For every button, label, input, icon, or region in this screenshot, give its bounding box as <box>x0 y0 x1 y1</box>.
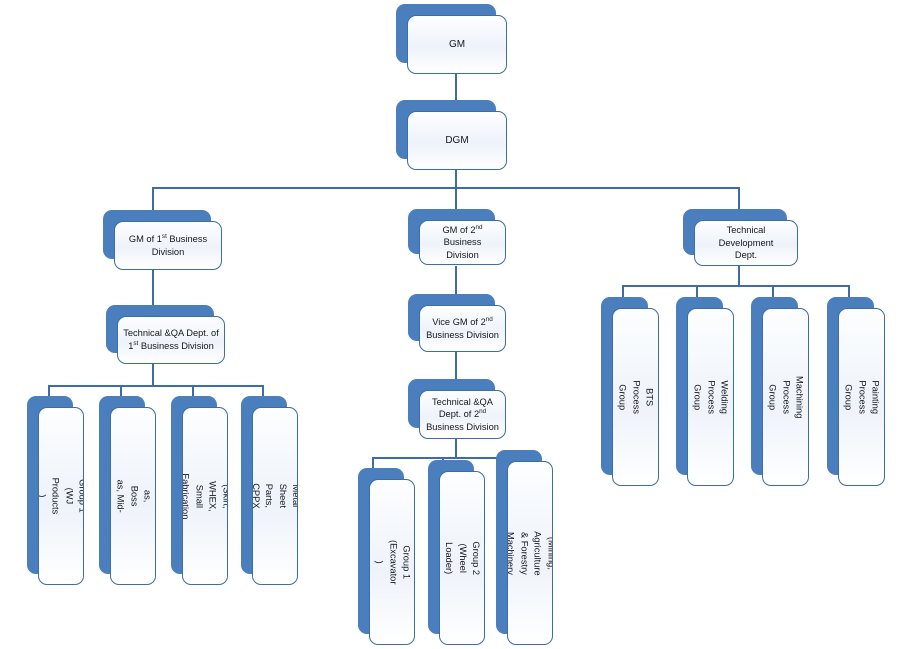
node-card: Group 3 (Mining, Agriculture & Forestry … <box>507 461 553 645</box>
rotated-label-wrapper: Group 1 (WJ Products ) <box>39 408 83 584</box>
node-bd1-group-4[interactable]: Group 4 (CTWT, Metal Sheet Parts, CPPX P… <box>241 396 298 585</box>
connector-bus-to-bd1-group2 <box>120 385 122 396</box>
node-bd1-group-2[interactable]: Group 2 (Bracket as, Boss as, Mid-heavy … <box>99 396 156 585</box>
node-card: Group 2 (Bracket as, Boss as, Mid-heavy … <box>110 407 156 585</box>
node-card: Vice GM of 2nd Business Division <box>419 305 506 352</box>
node-welding-process-label: Welding Process Group <box>692 380 730 414</box>
connector-bus-to-gm-bd2 <box>455 187 457 210</box>
rotated-label-wrapper: BTS Process Group <box>613 309 658 485</box>
node-card: Machining Process Group <box>762 308 809 486</box>
node-bd1-group3-label: Group 3 (Skirt, WHEX, Small Fabrication … <box>182 473 228 519</box>
node-bd2-group2-label: Group 2 (Wheel Loader) <box>444 541 482 575</box>
node-card: Technical &QA Dept. of 2nd Business Divi… <box>419 390 506 439</box>
connector-bus-to-painting <box>848 285 850 297</box>
node-card: GM <box>407 15 507 74</box>
node-tech-dev-label: Technical Development Dept. <box>718 225 774 261</box>
connector-vicegm-tqabd2 <box>455 352 457 379</box>
rotated-label-wrapper: Group 3 (Mining, Agriculture & Forestry … <box>508 462 552 644</box>
ordinal-suffix: st <box>133 339 139 347</box>
node-card: Painting Process Group <box>838 308 885 486</box>
connector-dgm-down <box>455 170 457 188</box>
rotated-label-wrapper: Group 1 (Excavator ) <box>370 480 414 644</box>
connector-gm-dgm <box>455 74 457 100</box>
node-gm-label: GM <box>448 38 466 50</box>
node-bd1-group2-label: Group 2 (Bracket as, Boss as, Mid-heavy … <box>111 479 153 513</box>
connector-bus-to-bts <box>622 285 624 297</box>
node-card: Group 2 (Wheel Loader) <box>439 471 485 645</box>
node-bd2-group-3[interactable]: Group 3 (Mining, Agriculture & Forestry … <box>496 450 553 645</box>
node-card: GM of 1st Business Division <box>114 221 222 270</box>
connector-process-groups-bus <box>622 285 850 287</box>
node-tqa-bd2-label: Technical &QA Dept. of 2nd Business Divi… <box>426 396 499 432</box>
node-machining-process-label: Machining Process Group <box>767 375 805 419</box>
connector-bd1-groups-bus <box>48 385 263 387</box>
connector-gmbd1-tqabd1 <box>152 270 154 305</box>
node-bd1-group-1[interactable]: Group 1 (WJ Products ) <box>27 396 84 585</box>
node-bd2-group3-label: Group 3 (Mining, Agriculture & Forestry … <box>507 530 553 576</box>
connector-tqabd1-down <box>152 364 154 385</box>
node-painting-process-group[interactable]: Painting Process Group <box>827 297 885 486</box>
node-bd1-group-3[interactable]: Group 3 (Skirt, WHEX, Small Fabrication … <box>171 396 228 585</box>
node-card: Technical &QA Dept. of 1st Business Divi… <box>117 316 225 364</box>
node-gm-business-division-1[interactable]: GM of 1st Business Division <box>103 210 222 270</box>
rotated-label-wrapper: Group 4 (CTWT, Metal Sheet Parts, CPPX P… <box>253 408 297 584</box>
node-gm-business-division-2[interactable]: GM of 2nd Business Division <box>408 209 506 265</box>
node-bd1-group4-label: Group 4 (CTWT, Metal Sheet Parts, CPPX P… <box>252 483 298 509</box>
node-card: GM of 2nd Business Division <box>419 220 506 265</box>
ordinal-suffix: nd <box>479 408 487 416</box>
connector-bus-to-tech-dev <box>738 187 740 210</box>
node-card: Group 3 (Skirt, WHEX, Small Fabrication … <box>182 407 228 585</box>
connector-bus-to-bd1-group3 <box>192 385 194 396</box>
node-technical-qa-dept-bd1[interactable]: Technical &QA Dept. of 1st Business Divi… <box>106 305 225 364</box>
connector-gmbd2-vicegm <box>455 266 457 294</box>
node-bd2-group-1[interactable]: Group 1 (Excavator ) <box>358 468 415 645</box>
node-gm-bd1-label: GM of 1st Business Division <box>128 232 208 257</box>
node-tqa-bd1-label: Technical &QA Dept. of 1st Business Divi… <box>123 328 219 351</box>
rotated-label-wrapper: Welding Process Group <box>688 309 733 485</box>
node-bts-process-group[interactable]: BTS Process Group <box>601 297 659 486</box>
node-card: Group 1 (WJ Products ) <box>38 407 84 585</box>
node-dgm[interactable]: DGM <box>396 100 507 170</box>
node-technical-development-dept[interactable]: Technical Development Dept. <box>683 209 798 266</box>
node-card: Welding Process Group <box>687 308 734 486</box>
ordinal-suffix: nd <box>475 223 483 231</box>
node-welding-process-group[interactable]: Welding Process Group <box>676 297 734 486</box>
node-painting-process-label: Painting Process Group <box>843 380 881 414</box>
node-bd2-group1-label: Group 1 (Excavator ) <box>374 539 412 585</box>
connector-bus-to-welding <box>696 285 698 297</box>
node-technical-qa-dept-bd2[interactable]: Technical &QA Dept. of 2nd Business Divi… <box>408 379 506 439</box>
node-gm-bd2-label: GM of 2nd Business Division <box>442 223 483 260</box>
rotated-label-wrapper: Machining Process Group <box>763 309 808 485</box>
node-gm[interactable]: GM <box>396 4 507 74</box>
node-bts-process-label: BTS Process Group <box>617 380 655 414</box>
node-card: Technical Development Dept. <box>694 220 798 266</box>
rotated-label-wrapper: Painting Process Group <box>839 309 884 485</box>
node-vice-gm-business-division-2[interactable]: Vice GM of 2nd Business Division <box>408 294 506 352</box>
connector-bus-to-bd1-group1 <box>48 385 50 396</box>
ordinal-suffix: nd <box>485 315 493 323</box>
rotated-label-wrapper: Group 2 (Wheel Loader) <box>440 472 484 644</box>
connector-bus-to-bd2-group1 <box>372 457 374 468</box>
connector-bus-to-bd1-group4 <box>262 385 264 396</box>
connector-tqabd2-down <box>455 439 457 457</box>
rotated-label-wrapper: Group 2 (Bracket as, Boss as, Mid-heavy … <box>111 408 155 584</box>
node-machining-process-group[interactable]: Machining Process Group <box>751 297 809 486</box>
node-dgm-label: DGM <box>445 134 469 146</box>
connector-bus-to-machining <box>772 285 774 297</box>
connector-bus-to-gm-bd1 <box>152 187 154 210</box>
node-card: Group 4 (CTWT, Metal Sheet Parts, CPPX P… <box>252 407 298 585</box>
ordinal-suffix: st <box>161 232 167 240</box>
node-card: Group 1 (Excavator ) <box>369 479 415 645</box>
node-card: DGM <box>407 111 507 170</box>
connector-level3-bus <box>152 187 740 189</box>
node-bd2-group-2[interactable]: Group 2 (Wheel Loader) <box>428 460 485 645</box>
rotated-label-wrapper: Group 3 (Skirt, WHEX, Small Fabrication … <box>183 408 227 584</box>
node-vice-gm-bd2-label: Vice GM of 2nd Business Division <box>426 315 499 340</box>
connector-techdev-down <box>738 266 740 285</box>
connector-bd2-groups-bus <box>372 457 540 459</box>
node-bd1-group1-label: Group 1 (WJ Products ) <box>39 477 84 515</box>
node-card: BTS Process Group <box>612 308 659 486</box>
